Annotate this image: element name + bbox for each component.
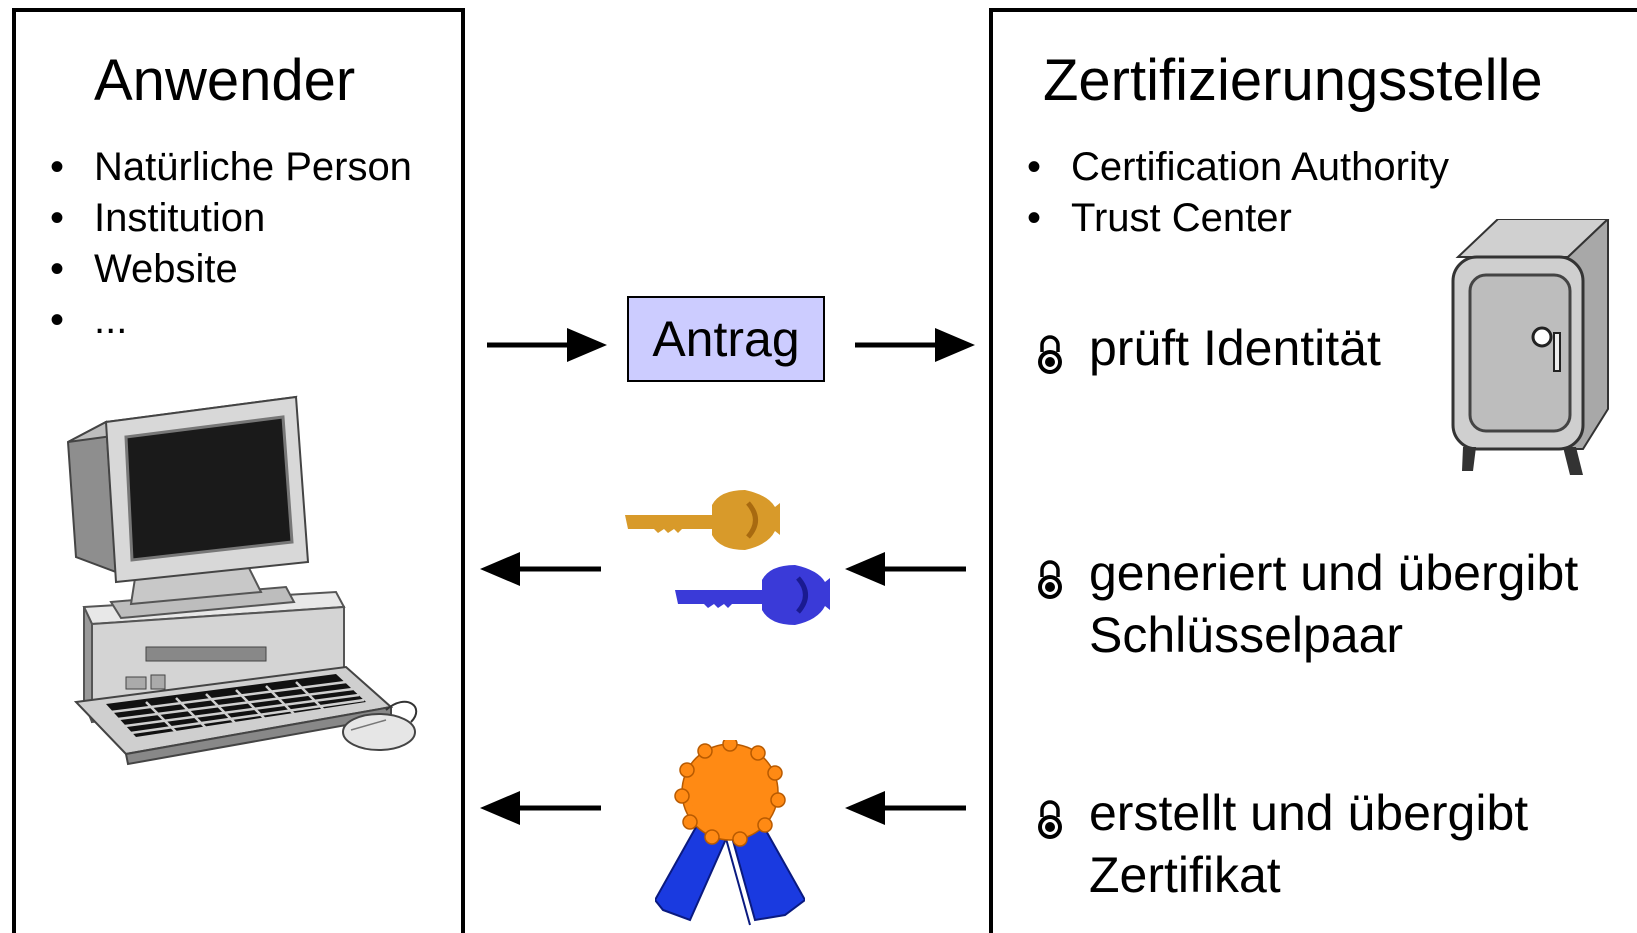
bullet-icon: • — [50, 145, 65, 189]
bullet-icon: • — [50, 196, 65, 240]
key-pair-icon — [625, 490, 830, 625]
bullet-icon: • — [1027, 196, 1042, 240]
list-item: •Certification Authority — [993, 142, 1449, 193]
gold-key-icon — [625, 490, 780, 550]
arrow-certificate-from-authority — [845, 791, 966, 825]
step-text-line-2: Zertifikat — [1089, 847, 1281, 903]
authority-panel-title: Zertifizierungsstelle — [1043, 48, 1543, 113]
padlock-icon — [1038, 560, 1062, 599]
award-ribbon-icon — [655, 740, 805, 926]
user-panel: Anwender •Natürliche Person •Institution… — [12, 8, 465, 933]
arrow-certificate-to-user — [480, 791, 601, 825]
list-item: •... — [16, 295, 412, 346]
bullet-icon: • — [50, 247, 65, 291]
user-panel-title: Anwender — [94, 48, 356, 113]
list-item: •Natürliche Person — [16, 142, 412, 193]
user-types-list: •Natürliche Person •Institution •Website… — [16, 142, 412, 346]
step-text-line-1: erstellt und übergibt — [1089, 785, 1529, 841]
arrow-to-request — [487, 328, 607, 362]
bullet-icon: • — [50, 298, 65, 342]
padlock-icon — [1038, 800, 1062, 839]
bullet-icon: • — [1027, 145, 1042, 189]
authority-aliases-list: •Certification Authority •Trust Center — [993, 142, 1449, 244]
arrow-keys-from-authority — [845, 552, 966, 586]
step-text-line-1: generiert und übergibt — [1089, 545, 1579, 601]
list-item: •Trust Center — [993, 193, 1449, 244]
list-item: •Institution — [16, 193, 412, 244]
blue-key-icon — [675, 565, 830, 625]
arrow-to-authority — [855, 328, 975, 362]
arrow-keys-to-user — [480, 552, 601, 586]
step-text-line-2: Schlüsselpaar — [1089, 607, 1404, 663]
list-item: •Website — [16, 244, 412, 295]
step-text: prüft Identität — [1089, 320, 1381, 376]
computer-icon — [66, 395, 418, 766]
safe-icon — [1451, 219, 1610, 475]
padlock-icon — [1038, 335, 1062, 374]
certification-authority-panel: Zertifizierungsstelle •Certification Aut… — [989, 8, 1637, 933]
request-box: Antrag — [627, 296, 825, 382]
